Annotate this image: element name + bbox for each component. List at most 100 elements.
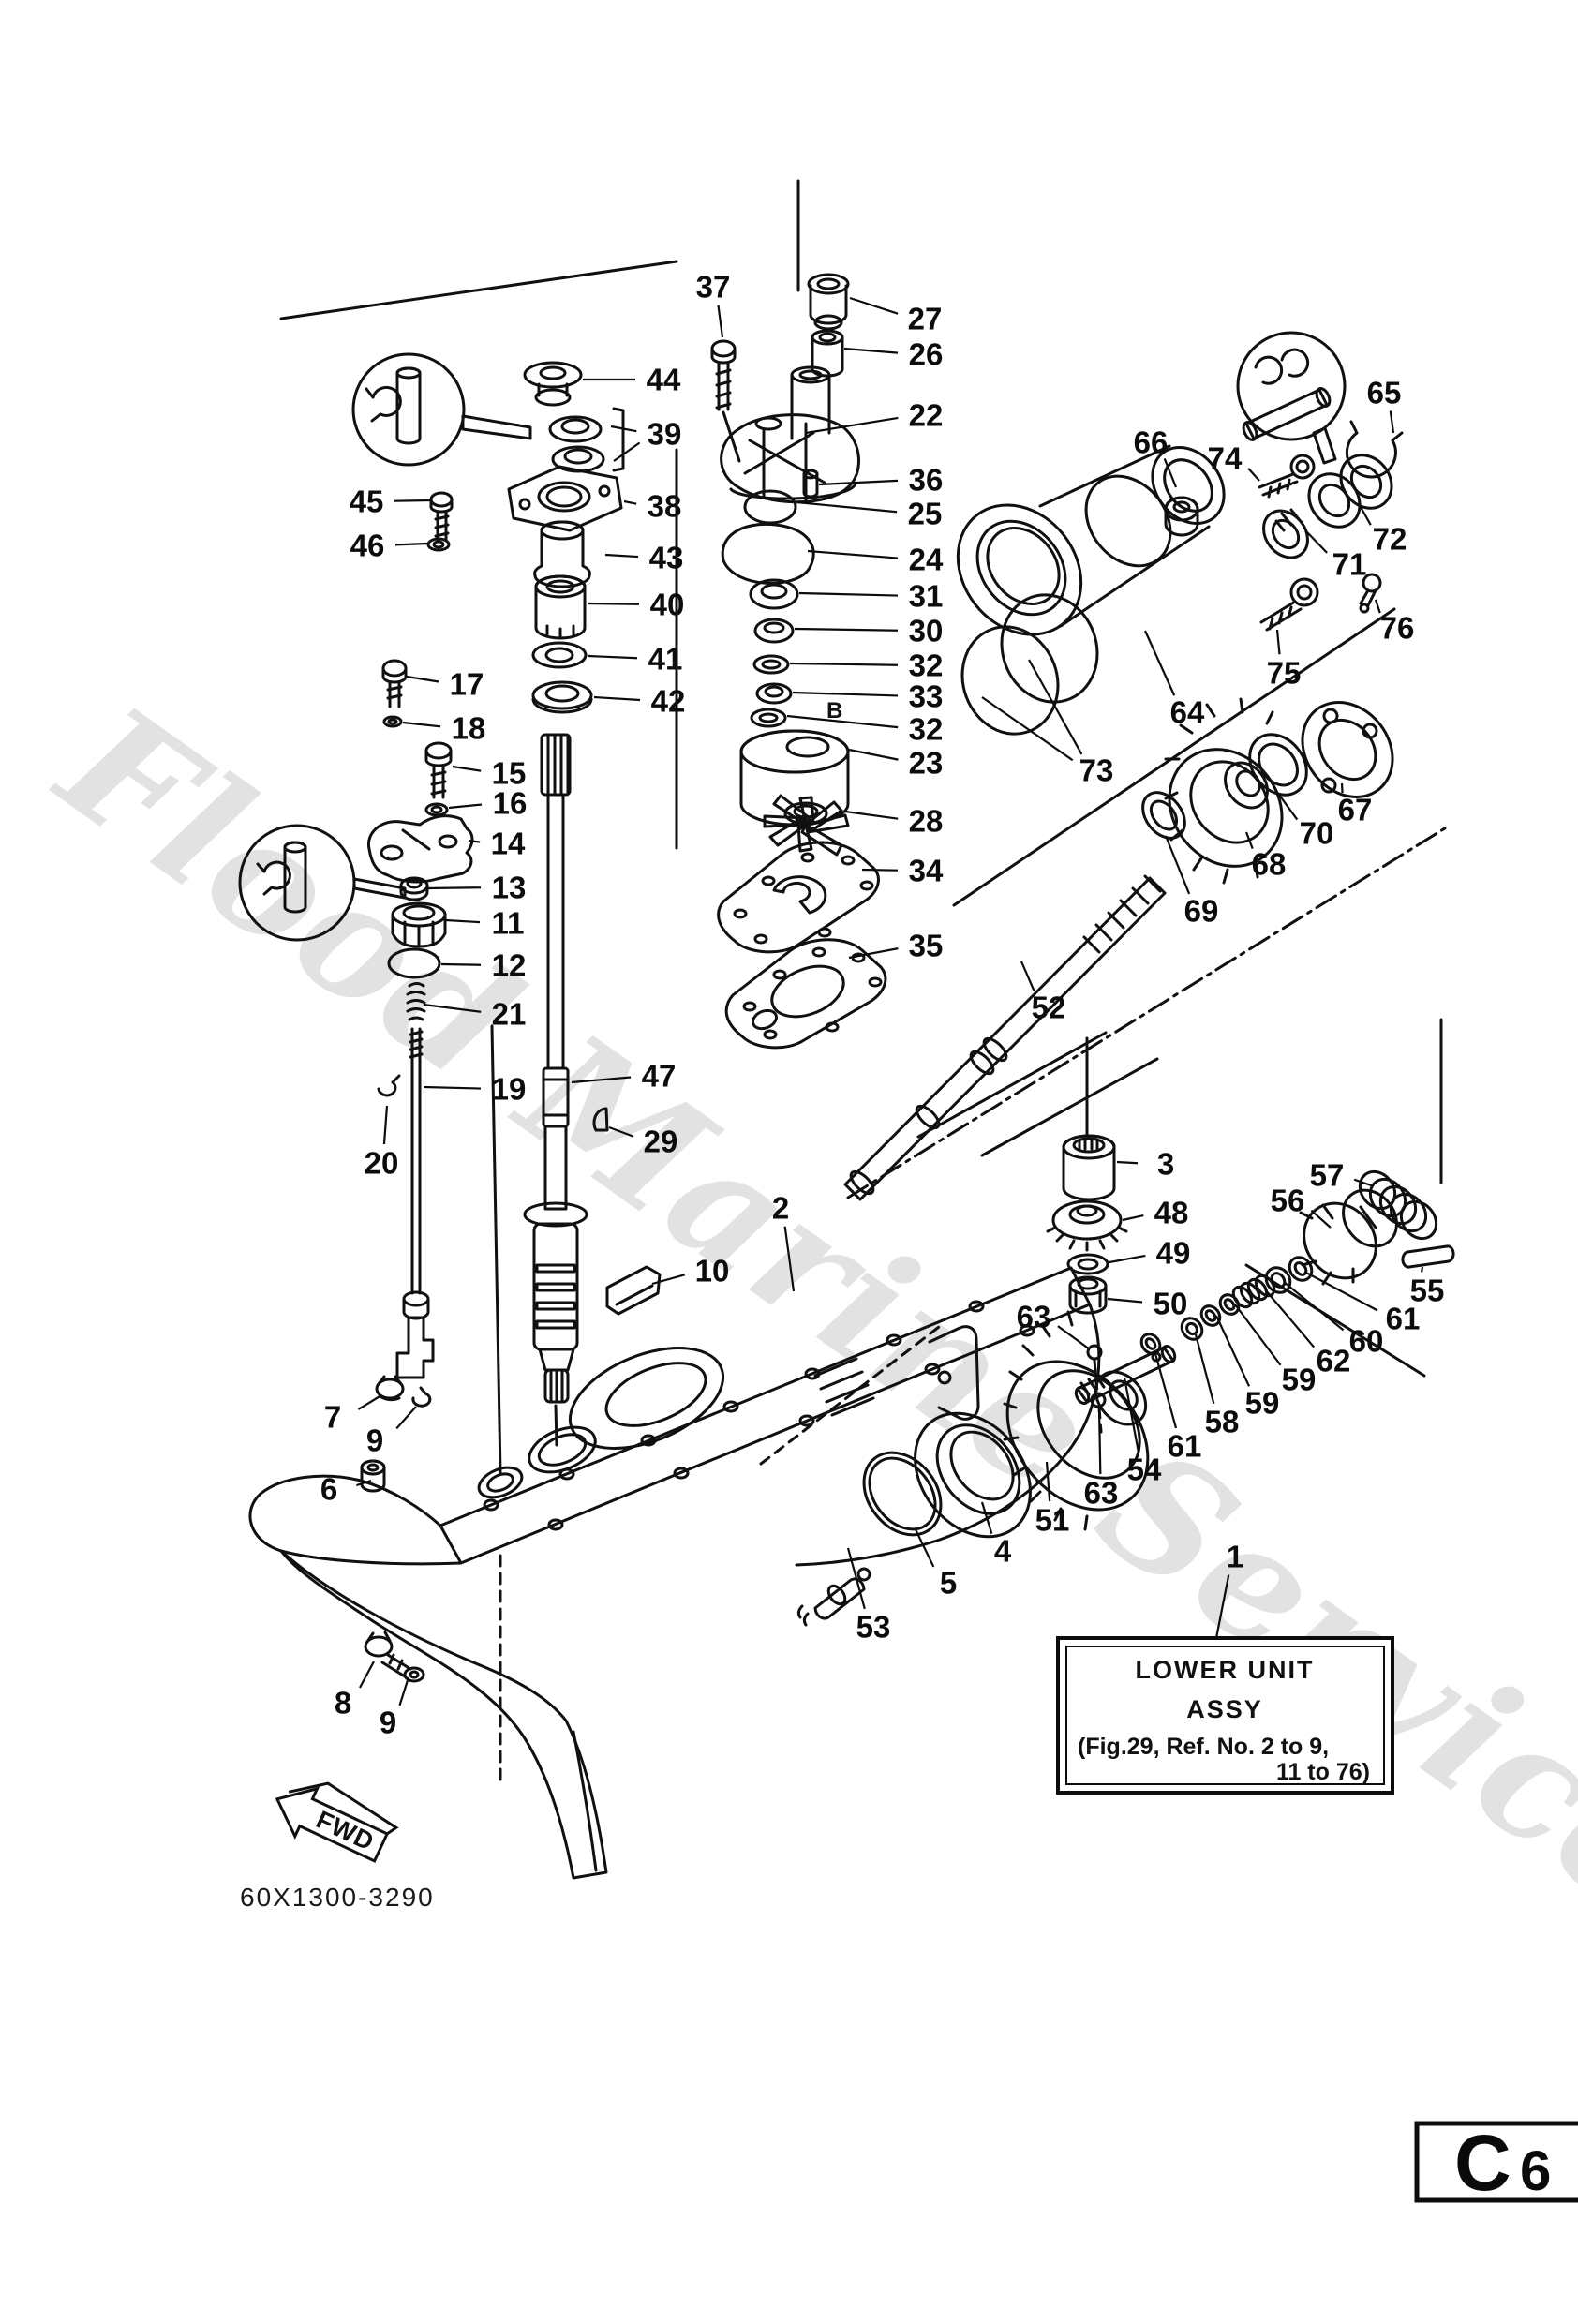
part-55-pin (1401, 1244, 1455, 1269)
callout-22: 22 (909, 398, 944, 433)
leader-line (610, 425, 637, 433)
leader-line (1374, 599, 1381, 614)
label-line3: (Fig.29, Ref. No. 2 to 9, (1078, 1734, 1329, 1760)
leader-line (571, 1076, 632, 1084)
leader-line (1303, 1271, 1378, 1312)
callout-49: 49 (1156, 1236, 1191, 1271)
callout-9: 9 (380, 1706, 396, 1740)
leader-line (807, 549, 899, 559)
detail-circles (238, 331, 1347, 942)
page-code-tab: C 6 (1414, 2119, 1578, 2207)
leader-line (861, 868, 899, 872)
callout-30: 30 (909, 614, 944, 648)
leader-line (1353, 1178, 1375, 1188)
callout-63: 63 (1084, 1476, 1119, 1511)
label-line4: 11 to 76) (1276, 1759, 1370, 1785)
leader-line (1109, 1254, 1146, 1264)
callout-44: 44 (647, 363, 681, 397)
callout-61: 61 (1168, 1429, 1202, 1464)
part-49-washer (1066, 1253, 1109, 1275)
leader-line (623, 499, 637, 505)
part-64-bearing-carrier (956, 444, 1226, 636)
callout-16: 16 (493, 786, 528, 821)
leader-line (1097, 1408, 1102, 1475)
leader-line (359, 1661, 375, 1689)
callout-47: 47 (642, 1059, 677, 1094)
part-27-seal (807, 273, 850, 331)
part-32b-washer (750, 708, 787, 728)
callout-72: 72 (1373, 522, 1407, 557)
part-67-ball-bearing (1301, 701, 1394, 798)
part-37-bolt (710, 339, 741, 463)
callout-59: 59 (1245, 1386, 1280, 1421)
callout-73: 73 (1079, 753, 1114, 788)
callout-48: 48 (1154, 1196, 1189, 1230)
callout-66: 66 (1134, 425, 1169, 460)
part-65-circlip (1345, 420, 1404, 479)
callout-36: 36 (909, 463, 944, 498)
part-32-washer (752, 654, 790, 675)
leader-line (798, 591, 899, 597)
leader-line (1360, 506, 1372, 526)
leader-line (1163, 458, 1178, 488)
part-52-propeller-shaft (843, 874, 1167, 1201)
leader-line (786, 714, 899, 729)
leader-line (448, 803, 483, 810)
callout-26: 26 (909, 337, 944, 372)
leader-line (588, 654, 638, 660)
part-17-bolt (381, 659, 408, 708)
leader-line (1310, 1209, 1332, 1229)
leader-line (915, 1528, 935, 1568)
leader-line (792, 691, 899, 697)
leader-line (1214, 1574, 1230, 1639)
callout-51: 51 (1035, 1503, 1070, 1538)
callout-5: 5 (940, 1566, 957, 1601)
callout-3: 3 (1157, 1147, 1174, 1182)
part-16-washer (424, 802, 449, 817)
callout-62: 62 (1317, 1344, 1351, 1378)
leader-line (402, 721, 441, 728)
callout-55: 55 (1410, 1274, 1445, 1308)
leader-line (843, 347, 899, 354)
callout-4: 4 (994, 1534, 1012, 1569)
part-30-cup (753, 618, 795, 644)
callout-10: 10 (695, 1254, 730, 1289)
callout-76: 76 (1380, 611, 1415, 646)
leader-line (794, 627, 899, 632)
section-letter: B (826, 698, 842, 723)
part-23-insert-cartridge (739, 729, 850, 827)
callout-60: 60 (1349, 1324, 1384, 1359)
part-34-outer-plate (717, 841, 880, 954)
part-4-bearing-housing (914, 1411, 1032, 1539)
callout-54: 54 (1127, 1452, 1162, 1487)
callout-67: 67 (1338, 793, 1373, 827)
leader-line (423, 1003, 482, 1013)
callout-34: 34 (909, 854, 944, 888)
leader-line (1123, 1377, 1139, 1452)
leader-line (440, 962, 482, 966)
callout-24: 24 (909, 543, 944, 577)
callout-58: 58 (1205, 1405, 1240, 1439)
label-line1: LOWER UNIT (1136, 1656, 1315, 1684)
detail-circle-upper-left (351, 352, 532, 467)
callout-25: 25 (908, 497, 943, 531)
leader-line (425, 886, 482, 890)
leader-line (848, 748, 899, 761)
leader-line (844, 810, 899, 820)
callout-15: 15 (492, 756, 527, 791)
callout-35: 35 (909, 929, 944, 963)
part-36-pin (802, 469, 819, 499)
part-9b-washer (403, 1666, 425, 1683)
part-40-bearing (534, 574, 587, 640)
callout-43: 43 (649, 541, 684, 575)
assembly-label-box: LOWER UNIT ASSY (Fig.29, Ref. No. 2 to 9… (1056, 1636, 1394, 1795)
callout-33: 33 (909, 679, 944, 714)
callout-14: 14 (491, 827, 526, 861)
part-3-bearing (1062, 1134, 1116, 1201)
callout-21: 21 (492, 997, 527, 1032)
leader-line (1164, 835, 1191, 895)
part-53-detent (796, 1567, 871, 1627)
callout-20: 20 (365, 1146, 399, 1181)
part-21-spring (406, 982, 426, 1021)
